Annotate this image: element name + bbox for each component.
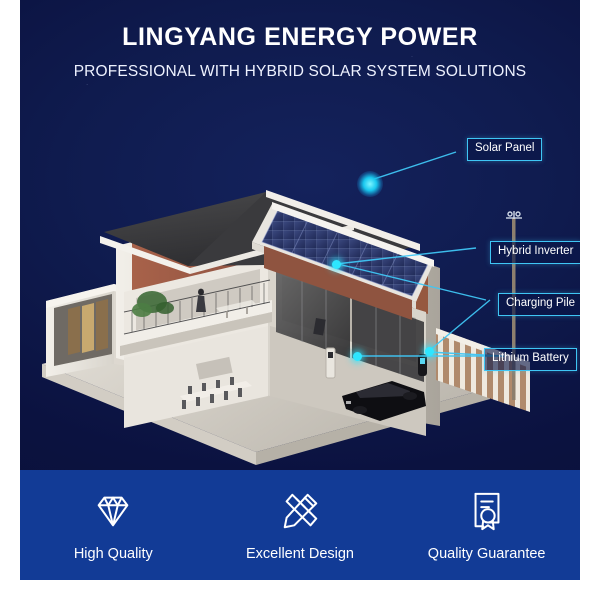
callout-solar-panel[interactable]: Solar Panel [467, 138, 543, 161]
callout-charging-pile-label: Charging Pile [506, 297, 576, 309]
diamond-icon [92, 488, 134, 534]
charging-pile-dot [425, 347, 434, 356]
callout-solar-panel-label: Solar Panel [475, 142, 535, 154]
pencil-ruler-icon [279, 488, 321, 534]
inverter-dot [332, 260, 341, 269]
devices [313, 318, 427, 379]
feature-high-quality-label: High Quality [73, 546, 153, 562]
feature-high-quality[interactable]: High Quality [28, 488, 198, 562]
feature-quality-guarantee-label: Quality Guarantee [427, 546, 546, 562]
feature-excellent-design-label: Excellent Design [245, 546, 354, 562]
house-svg [42, 190, 530, 465]
solar-roof [252, 202, 434, 320]
lithium-battery-dot [353, 352, 362, 361]
certificate-icon [466, 488, 508, 534]
callout-lithium-battery[interactable]: Lithium Battery [484, 348, 577, 371]
callout-hybrid-inverter[interactable]: Hybrid Inverter [490, 241, 580, 264]
feature-excellent-design[interactable]: Excellent Design [215, 488, 385, 562]
solar-panel-glow [357, 171, 383, 197]
hero-section: LINGYANG ENERGY POWER PROFESSIONAL WITH … [20, 0, 580, 470]
house-illustration [20, 96, 580, 470]
page-subtitle: PROFESSIONAL WITH HYBRID SOLAR SYSTEM SO… [73, 62, 527, 80]
page-title: LINGYANG ENERGY POWER [122, 23, 478, 51]
feature-quality-guarantee[interactable]: Quality Guarantee [402, 488, 572, 562]
callout-connectors [335, 151, 504, 357]
dining-set [180, 377, 252, 409]
feature-bar: High Quality Excellent Design [20, 470, 580, 580]
callout-charging-pile[interactable]: Charging Pile [498, 293, 580, 316]
person-figure [196, 288, 206, 312]
title-block: LINGYANG ENERGY POWER PROFESSIONAL WITH … [20, 23, 580, 80]
poster: LINGYANG ENERGY POWER PROFESSIONAL WITH … [20, 0, 580, 580]
balcony-plants [132, 291, 174, 317]
car [342, 381, 426, 421]
callout-hybrid-inverter-label: Hybrid Inverter [498, 245, 574, 257]
callout-lithium-battery-label: Lithium Battery [492, 352, 569, 364]
